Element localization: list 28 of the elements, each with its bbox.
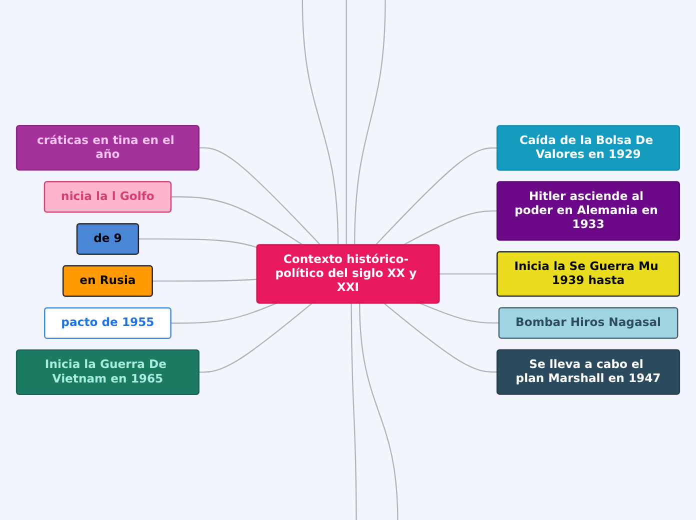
connector	[383, 302, 498, 373]
node-box: en Rusia	[62, 265, 153, 297]
connector	[198, 147, 321, 246]
node-box: nicia la l Golfo	[44, 181, 172, 213]
connector	[170, 302, 278, 324]
connector	[152, 278, 257, 282]
node-box: Hitler asciende al poder en Alemania en 1933	[496, 181, 680, 241]
connector	[439, 273, 498, 274]
node-box: Contexto histórico- político del siglo XX y XXI	[256, 244, 440, 304]
node-box: Se lleva a cabo el plan Marshall en 1947	[496, 349, 680, 395]
connector-line	[346, 0, 347, 245]
connector-line	[350, 303, 357, 520]
node-box: pacto de 1955	[44, 307, 172, 339]
connector	[198, 302, 313, 373]
connector	[403, 210, 498, 246]
connector-line	[302, 0, 339, 245]
connector-line	[354, 0, 386, 245]
connector	[170, 196, 303, 246]
connector-line	[359, 303, 398, 520]
node-box: Inicia la Se Guerra Mu 1939 hasta	[496, 251, 680, 297]
node-box: Inicia la Guerra De Vietnam en 1965	[16, 349, 200, 395]
node-box: cráticas en tina en el año	[16, 125, 200, 171]
node-box: Caída de la Bolsa De Valores en 1929	[496, 125, 680, 171]
node-box: Bombar Hiros Nagasal	[498, 307, 678, 339]
connector	[375, 147, 498, 246]
node-box: de 9	[76, 223, 140, 255]
connector	[138, 238, 258, 248]
connector	[419, 302, 499, 324]
